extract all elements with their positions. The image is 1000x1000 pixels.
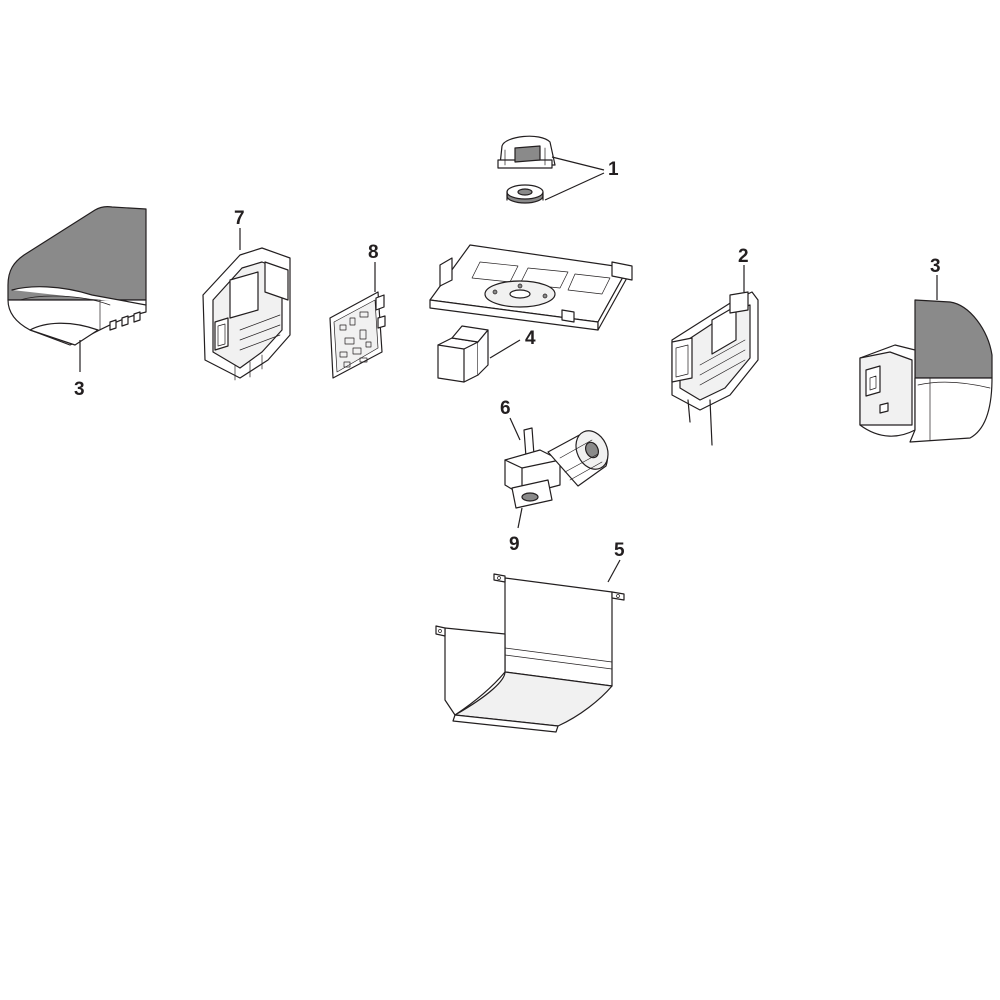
callout-9: 9: [509, 534, 520, 555]
callout-1: 1: [608, 159, 619, 180]
part-1-sprocket-assembly: [497, 135, 605, 204]
part-8-circuit-board: [329, 262, 386, 379]
callout-3-right: 3: [930, 256, 941, 277]
part-5-sheet-metal-cover: [435, 559, 625, 733]
part-2-chassis-half: [671, 265, 759, 446]
part-7-chassis-half: [202, 228, 291, 381]
callout-4: 4: [525, 328, 536, 349]
part-4-capacitor: [437, 325, 521, 383]
part-6-motor-assembly: [504, 417, 609, 529]
callout-7: 7: [234, 208, 245, 229]
callout-6: 6: [500, 398, 511, 419]
callout-2: 2: [738, 246, 749, 267]
part-3-right-end-cover: [859, 275, 993, 443]
part-3-left-end-cover: [7, 206, 147, 372]
mounting-plate: [429, 244, 633, 331]
callout-5: 5: [614, 540, 625, 561]
callout-3-left: 3: [74, 379, 85, 400]
callout-8: 8: [368, 242, 379, 263]
part-3-left-pegs: [109, 311, 141, 331]
